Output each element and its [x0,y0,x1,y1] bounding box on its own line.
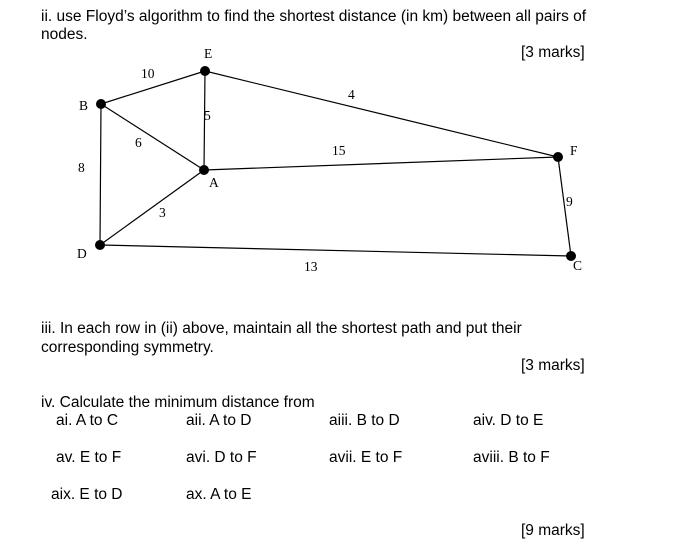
node-label-d: D [77,246,87,261]
item-aiv: aiv. D to E [473,412,544,429]
edge-d-a [99,169,205,246]
node-c [566,251,576,261]
node-a [199,165,209,175]
edge-b-e [100,70,206,105]
item-av: av. E to F [56,449,122,466]
question-2-line-1: ii. use Floyd’s algorithm to find the sh… [41,8,587,25]
node-d [95,240,105,250]
item-ax: ax. A to E [186,486,252,503]
item-ai: ai. A to C [56,412,119,429]
node-label-b: B [79,98,89,113]
item-aviii: aviii. B to F [473,449,550,466]
question-4-heading: iv. Calculate the minimum distance from [41,394,315,411]
question-3-line-1: iii. In each row in (ii) above, maintain… [41,320,522,337]
item-aii: aii. A to D [186,412,252,429]
edge-a-f [203,156,559,171]
node-label-a: A [209,175,219,190]
node-f [553,152,563,162]
question-2-line-2: nodes. [41,26,88,43]
weight-f-c: 9 [566,194,573,209]
edge-b-a [100,103,205,171]
item-aix: aix. E to D [51,486,123,503]
edge-e-f [204,70,559,158]
graph-diagram [95,66,576,261]
item-avii: avii. E to F [329,449,403,466]
edge-d-c [99,244,572,257]
question-2-marks: [3 marks] [521,44,585,61]
edge-b-d [99,103,102,246]
node-label-c: C [573,258,583,273]
item-avi: avi. D to F [186,449,257,466]
weight-b-d: 8 [78,160,85,175]
question-4-marks: [9 marks] [521,522,585,539]
weight-e-a: 5 [204,108,211,123]
question-3-marks: [3 marks] [521,357,585,374]
node-label-f: F [570,143,578,158]
weight-e-f: 4 [348,87,355,102]
node-b [96,99,106,109]
edge-e-a [203,70,206,171]
node-e [200,66,210,76]
question-3-line-2: corresponding symmetry. [41,339,214,356]
weight-d-c: 13 [304,259,318,274]
weight-b-e: 10 [141,66,155,81]
weight-b-a: 6 [135,135,142,150]
weight-d-a: 3 [159,205,166,220]
weight-a-f: 15 [332,143,346,158]
edge-f-c [557,156,572,257]
node-label-e: E [204,46,213,61]
item-aiii: aiii. B to D [329,412,400,429]
